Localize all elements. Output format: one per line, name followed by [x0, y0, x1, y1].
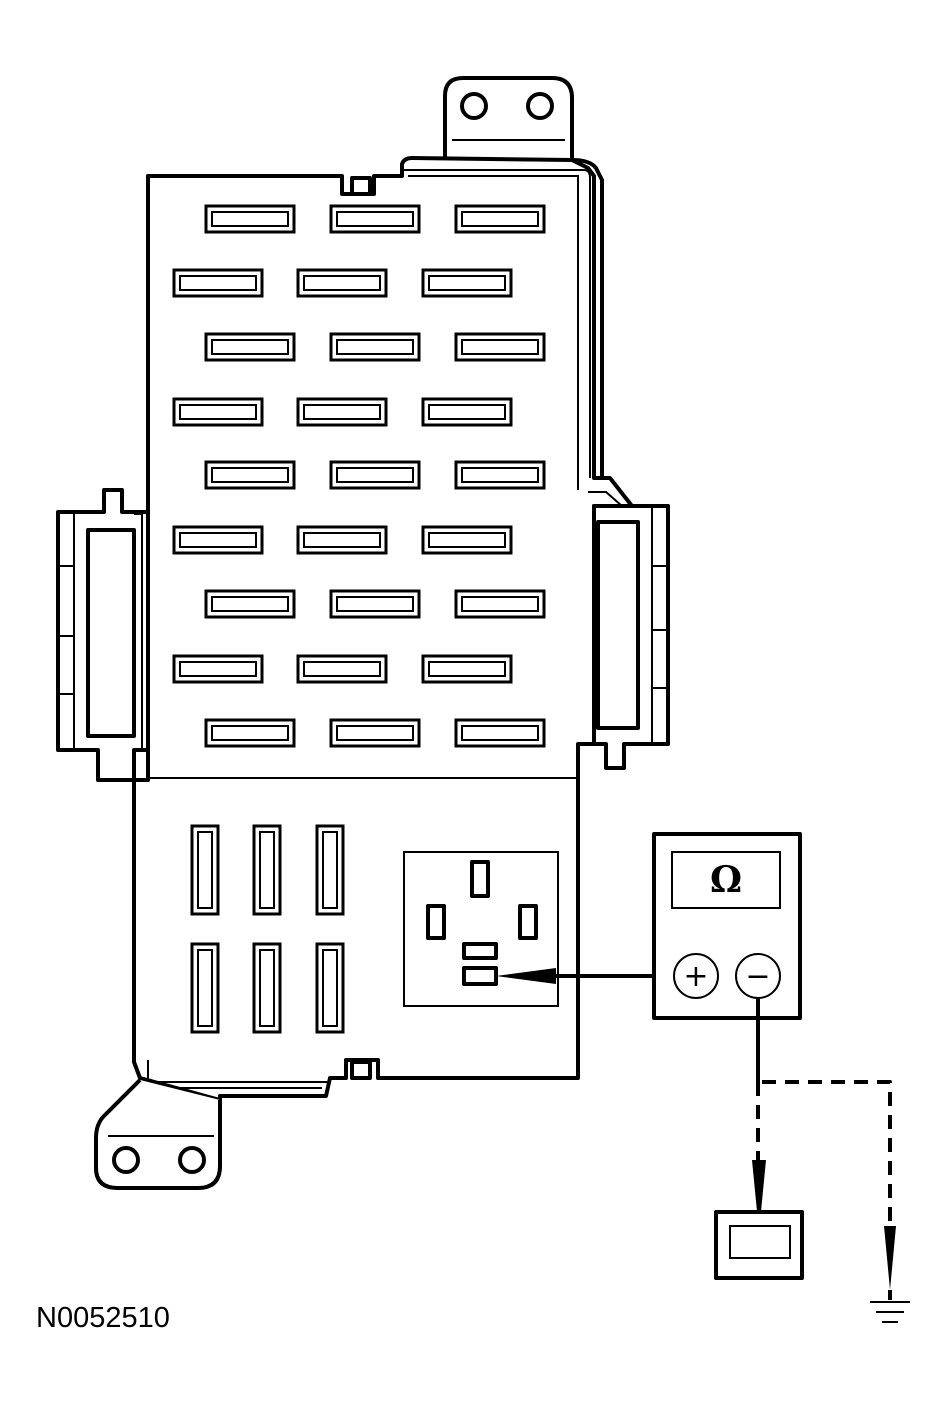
fuse-slot-grid [172, 204, 546, 748]
fuse-slot [329, 460, 421, 490]
relay-terminal-tested [462, 966, 498, 986]
fuse-slot-inner [179, 661, 257, 677]
fuse-slot [172, 397, 264, 427]
fuse-slot-inner [211, 211, 289, 227]
fuse-slot [172, 268, 264, 298]
fuse-slot-inner [428, 275, 506, 291]
fuse-slot-inner [461, 467, 539, 483]
ohm-symbol: Ω [710, 859, 742, 901]
multimeter: Ω + − [652, 832, 802, 1020]
maxi-fuse-slot-inner [197, 949, 213, 1027]
fuse-slot [421, 525, 513, 555]
fuse-slot [204, 332, 296, 362]
maxi-fuse-slot-inner [259, 831, 275, 909]
probe-tip-icon [752, 1160, 766, 1232]
fuse-slot [296, 525, 388, 555]
fuse-slot [204, 460, 296, 490]
fuse-slot [454, 204, 546, 234]
fuse-slot-inner [179, 532, 257, 548]
fuse-slot [454, 460, 546, 490]
left-connector [56, 488, 150, 782]
fuse-slot-inner [336, 211, 414, 227]
maxi-fuse-slot-grid [190, 824, 345, 1034]
fuse-slot-inner [428, 661, 506, 677]
right-connector [588, 491, 670, 770]
meter-display [671, 851, 781, 909]
maxi-fuse-slot [190, 824, 220, 916]
maxi-fuse-slot [315, 942, 345, 1034]
positive-terminal [673, 953, 719, 999]
fuse-slot [329, 332, 421, 362]
bottom-mounting-tab [94, 1078, 222, 1190]
fuse-slot-inner [303, 532, 381, 548]
fuse-slot [329, 718, 421, 748]
fuse-slot [454, 589, 546, 619]
fuse-slot-inner [428, 532, 506, 548]
figure-id: N0052510 [36, 1302, 170, 1334]
fuse-slot-inner [211, 339, 289, 355]
fuse-slot-inner [303, 275, 381, 291]
positive-probe [496, 968, 668, 984]
maxi-fuse-slot [252, 824, 282, 916]
fuse-slot [421, 397, 513, 427]
fuse-slot-inner [336, 596, 414, 612]
maxi-fuse-slot [252, 942, 282, 1034]
relay-terminal [426, 904, 446, 940]
fuse-slot [454, 332, 546, 362]
fuse-slot-inner [211, 467, 289, 483]
negative-terminal-label: − [745, 959, 770, 994]
mount-hole-icon [460, 92, 488, 120]
fuse-slot [296, 268, 388, 298]
fuse-slot-inner [428, 404, 506, 420]
negative-lead [752, 998, 896, 1290]
mount-hole-icon [112, 1146, 140, 1174]
fuse-slot [454, 718, 546, 748]
fuse-slot-inner [461, 211, 539, 227]
maxi-fuse-slot-inner [322, 831, 338, 909]
probe-tip-icon [496, 968, 556, 984]
fuse-slot [421, 654, 513, 684]
mount-hole-icon [526, 92, 554, 120]
positive-terminal-label: + [683, 959, 708, 994]
fuse-slot-inner [303, 661, 381, 677]
relay-terminal [470, 860, 490, 898]
maxi-fuse-slot-inner [259, 949, 275, 1027]
fuse-slot-inner [461, 725, 539, 741]
maxi-fuse-slot [190, 942, 220, 1034]
fuse-slot-inner [303, 404, 381, 420]
relay-terminal [518, 904, 538, 940]
fuse-slot [329, 204, 421, 234]
fuse-slot-inner [211, 725, 289, 741]
probe-tip-icon [884, 1226, 896, 1290]
fuse-slot [172, 525, 264, 555]
fuse-slot-inner [336, 467, 414, 483]
fuse-slot [204, 589, 296, 619]
clip-icon [350, 1060, 372, 1080]
fuse-slot [296, 654, 388, 684]
ground-symbol-icon [870, 1290, 910, 1323]
fuse-slot-inner [336, 725, 414, 741]
fuse-slot-inner [461, 596, 539, 612]
fuse-slot [421, 268, 513, 298]
fuse-slot-inner [461, 339, 539, 355]
maxi-fuse-slot-inner [322, 949, 338, 1027]
fuse-slot-inner [179, 404, 257, 420]
fuse-slot [204, 718, 296, 748]
fuse-slot-inner [336, 339, 414, 355]
clip-icon [350, 176, 372, 196]
relay-socket [403, 851, 559, 1007]
mount-hole-icon [178, 1146, 206, 1174]
fuse-slot [296, 397, 388, 427]
fuse-slot [204, 204, 296, 234]
relay-terminal [462, 942, 498, 960]
fuse-slot-inner [211, 596, 289, 612]
fuse-slot [329, 589, 421, 619]
test-terminal-block [714, 1210, 804, 1280]
fuse-slot-inner [179, 275, 257, 291]
maxi-fuse-slot-inner [197, 831, 213, 909]
fuse-slot [172, 654, 264, 684]
maxi-fuse-slot [315, 824, 345, 916]
